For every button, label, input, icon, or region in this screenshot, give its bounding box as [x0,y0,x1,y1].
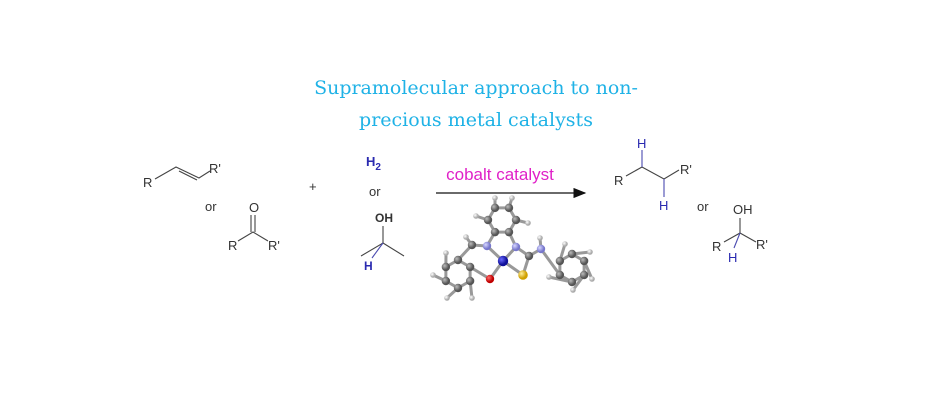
carbon-atom [567,249,577,259]
hydrogen-atom [492,195,498,201]
carbon-atom [511,215,521,225]
or-label-2: or [369,184,381,199]
title-line-2: precious metal catalysts [359,109,593,131]
hydrogen-atom [589,276,595,282]
hydrogen-atom [562,241,568,247]
alkene-r-prime: R' [209,161,221,176]
carbon-atom [567,277,577,287]
ketone-r: R [228,238,237,253]
hydrogen-atom [443,250,449,256]
title-line-1: Supramolecular approach to non- [314,77,638,99]
or-label-1: or [205,199,217,214]
or-label-3: or [697,199,709,214]
ketone-r-prime: R' [268,238,280,253]
hydrogen-atom [537,235,543,241]
carbon-atom [441,262,451,272]
cobalt-catalyst-molecule [430,195,595,301]
alkene-structure: R R' [143,161,221,190]
catalyst-label: cobalt catalyst [446,165,554,184]
isopropanol-structure: OH H [360,211,405,273]
carbon-atom [555,270,565,280]
alkane-r: R [614,173,623,188]
carbon-atom [483,215,493,225]
alkane-h-top: H [637,136,646,151]
hydrogen-atom [444,295,450,301]
carbon-atom [465,276,475,286]
hydrogen-atom [509,195,515,201]
isopropanol-h: H [364,259,373,273]
carbon-atom [579,256,589,266]
nitrogen-atom [511,242,521,252]
sulfur-atom [518,270,528,280]
nitrogen-atom [536,244,546,254]
carbon-atom [504,203,514,213]
carbon-atom [453,283,463,293]
plus-sign: + [309,179,317,194]
hydrogen-atom [587,249,593,255]
hydrogen-atom [473,213,479,219]
isopropanol-oh: OH [375,211,393,225]
carbon-atom [490,203,500,213]
hydrogen-atom [546,274,552,280]
alkane-h-bottom: H [659,198,668,213]
alcohol-r-prime: R' [756,237,768,252]
carbon-atom [467,240,477,250]
carbon-atom [504,227,514,237]
hydrogen-atom [570,287,576,293]
carbon-atom [465,262,475,272]
ketone-o: O [249,200,259,215]
cobalt-atom [497,255,509,267]
carbon-atom [579,270,589,280]
nitrogen-atom [482,241,492,251]
alkane-r-prime: R' [680,162,692,177]
hydrogen-atom [469,295,475,301]
alkane-product-structure: H H R R' [614,136,692,213]
ketone-structure: O R R' [228,200,280,253]
carbon-atom [490,227,500,237]
alcohol-r: R [712,239,721,254]
carbon-atom [441,276,451,286]
molecule-bond [539,248,562,276]
hydrogen-atom [525,220,531,226]
carbon-atom [555,256,565,266]
alcohol-h: H [728,250,737,265]
hydrogen-atom [463,234,469,240]
h2-label: H2 [366,154,381,173]
alcohol-oh: OH [733,202,753,217]
alkene-r: R [143,175,152,190]
hydrogen-atom [430,272,436,278]
alcohol-product-structure: OH R R' H [712,202,768,265]
carbon-atom [453,255,463,265]
oxygen-atom [485,274,495,284]
carbon-atom [524,251,534,261]
